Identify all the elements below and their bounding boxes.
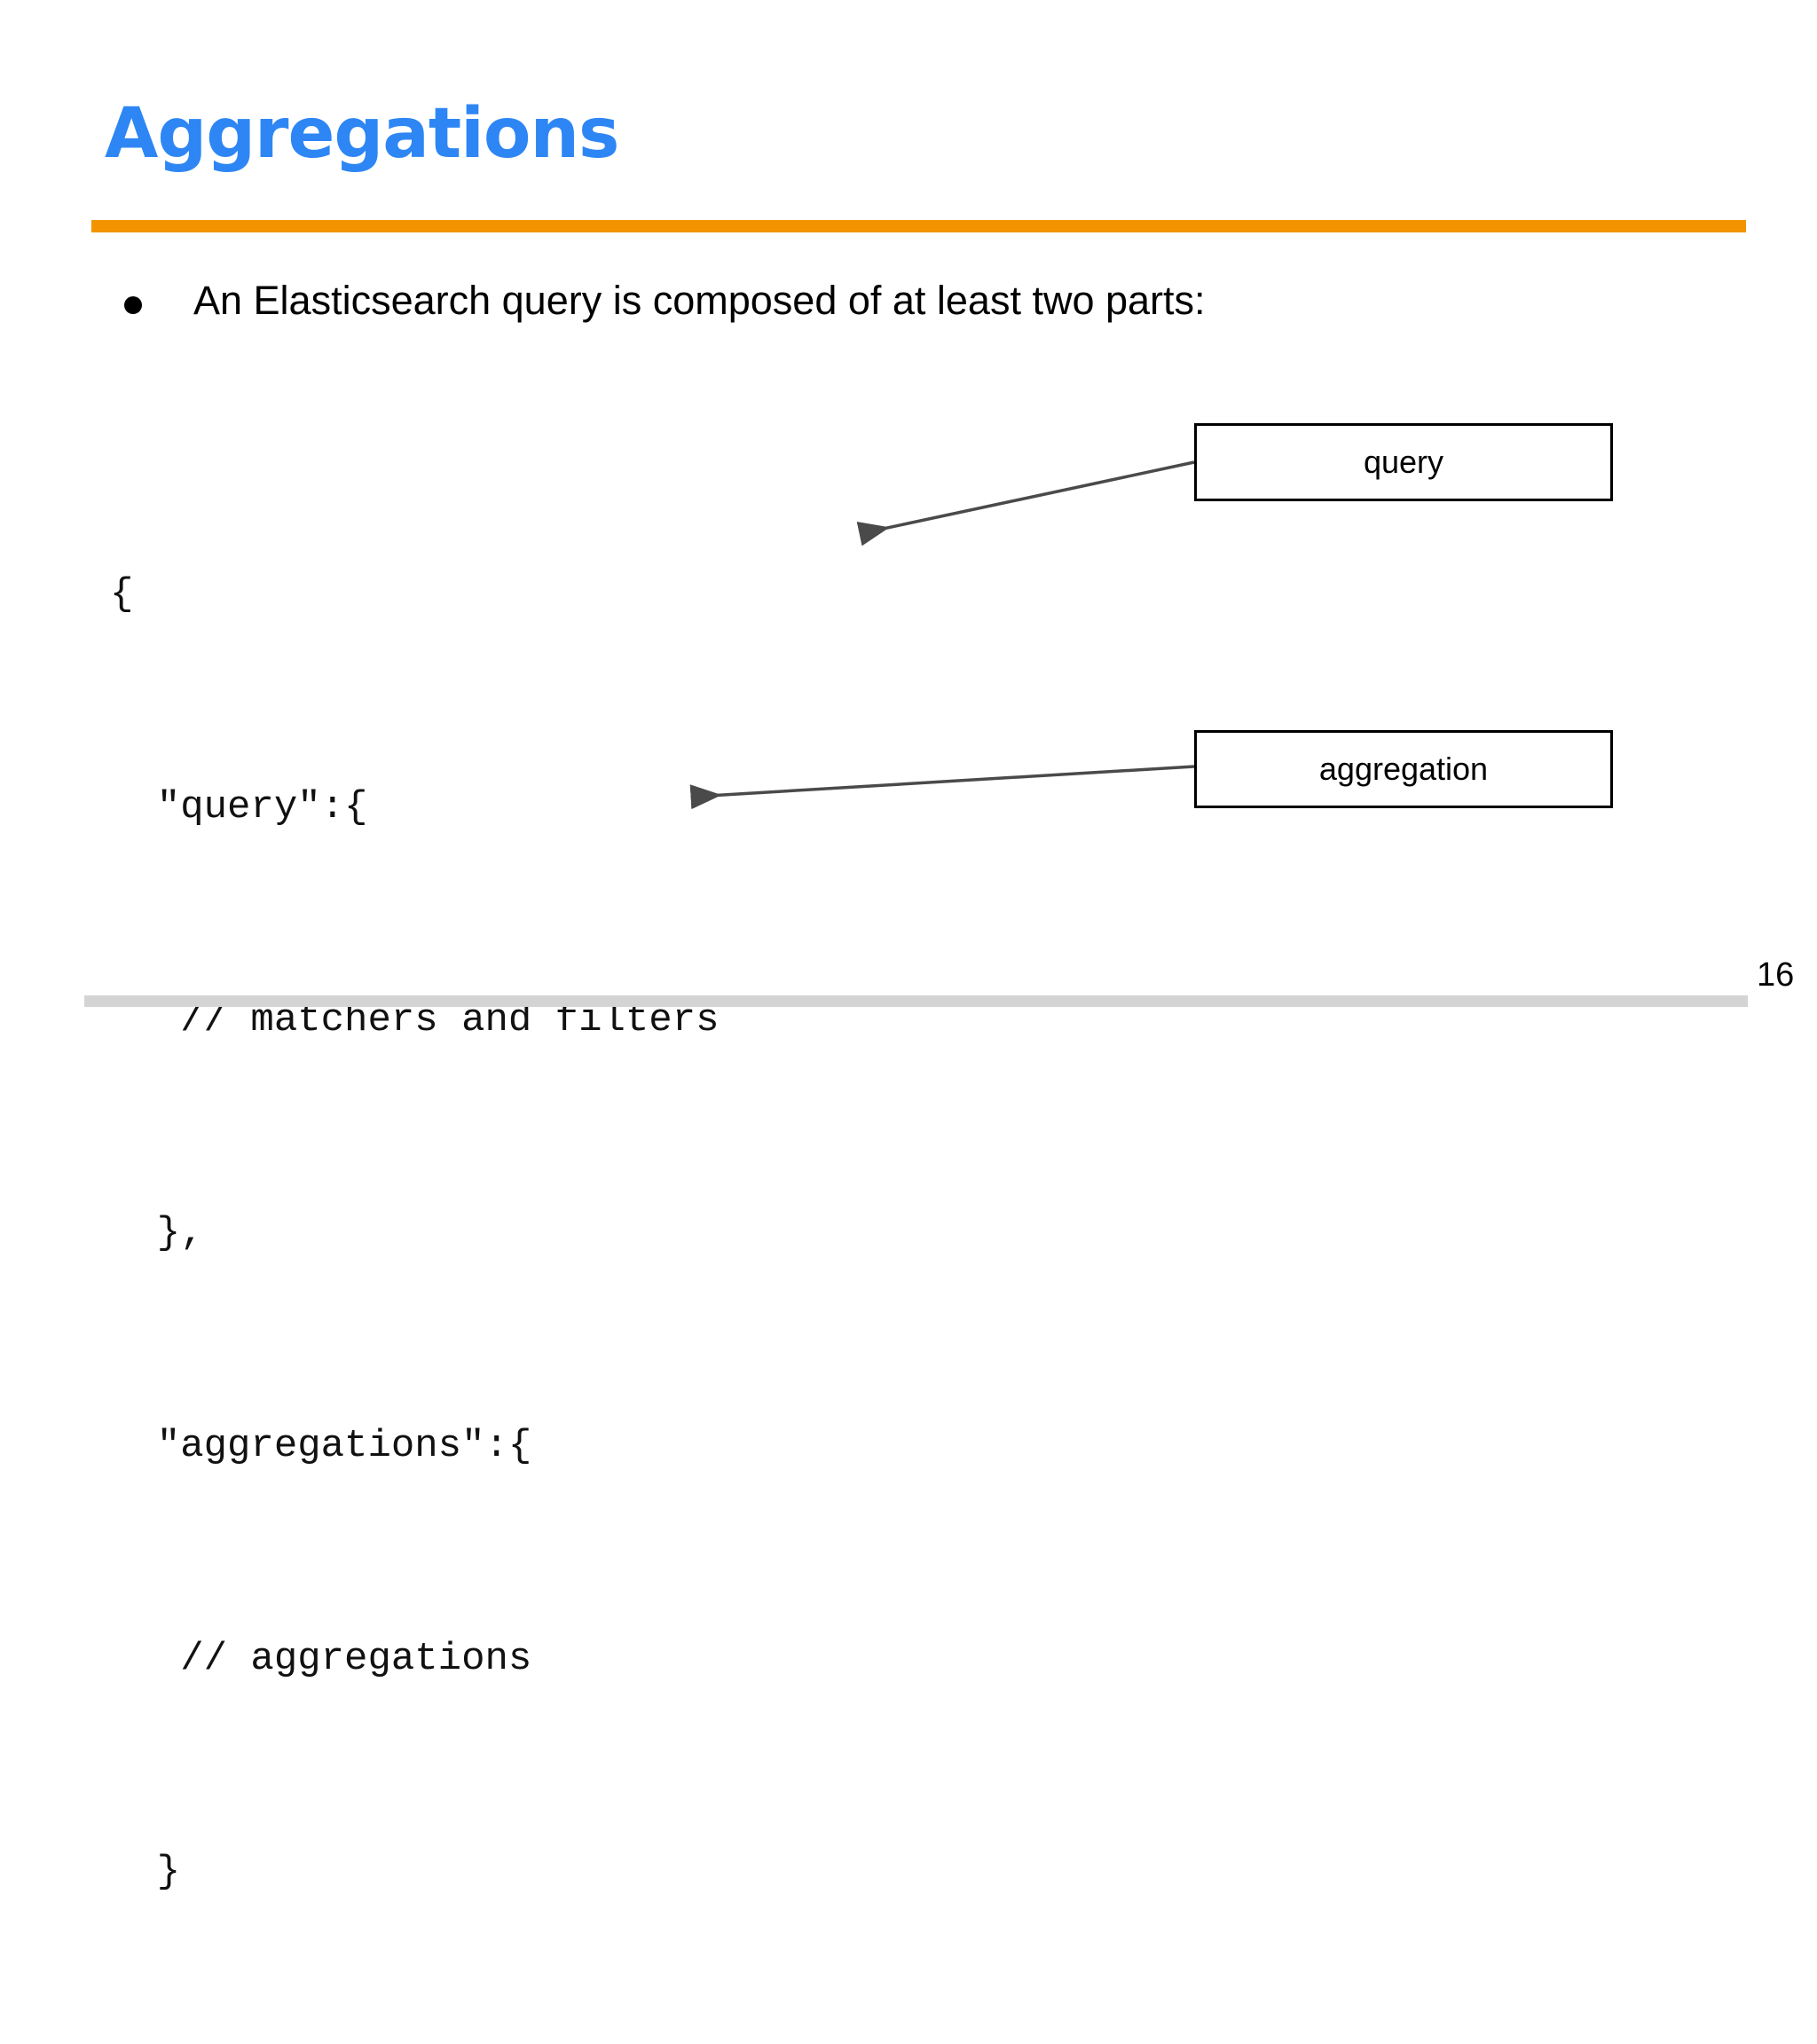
bullet-list-item: An Elasticsearch query is composed of at…	[124, 277, 1206, 326]
bullet-marker-icon	[124, 296, 142, 314]
code-line: "query":{	[110, 785, 368, 829]
code-line: "aggregations":{	[110, 1424, 532, 1468]
footer-divider-rule	[84, 995, 1748, 1007]
slide-canvas: Aggregations An Elasticsearch query is c…	[84, 94, 1795, 1894]
arrow-query-icon	[856, 460, 1195, 546]
callout-box-aggregation: aggregation	[1194, 730, 1613, 808]
code-line: }	[110, 1850, 181, 1894]
title-divider-rule	[91, 220, 1746, 232]
code-line: {	[110, 572, 134, 617]
code-snippet: { "query":{ // matchers and filters }, "…	[110, 417, 720, 2044]
code-line: // aggregations	[110, 1637, 532, 1681]
arrow-aggregation-icon	[689, 765, 1195, 810]
callout-label: query	[1363, 444, 1444, 480]
code-line: },	[110, 1211, 204, 1255]
page-title: Aggregations	[105, 94, 619, 174]
bullet-item-label: An Elasticsearch query is composed of at…	[193, 278, 1206, 323]
callout-box-query: query	[1194, 423, 1613, 501]
callout-label: aggregation	[1318, 751, 1489, 787]
page-number: 16	[1757, 956, 1795, 994]
